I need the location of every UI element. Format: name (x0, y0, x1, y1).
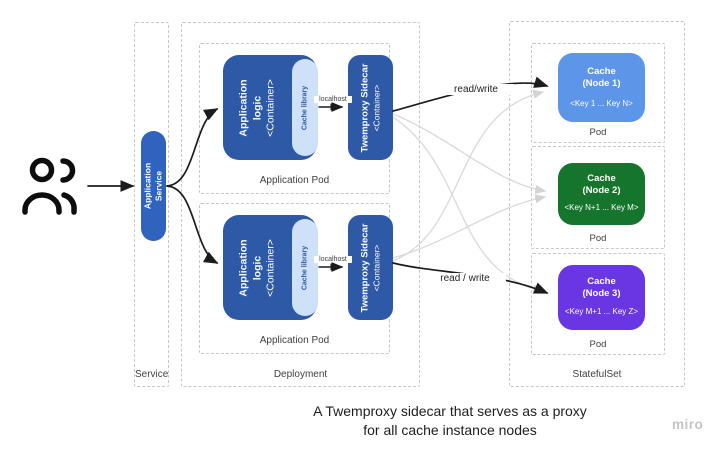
twemproxy-sidecar-1-label: Twemproxy Sidecar <Container> (358, 62, 382, 153)
cache-node-3-title: Cache (587, 276, 616, 287)
application-service-pill[interactable]: Application Service (141, 131, 166, 241)
cache-library-pill-1[interactable]: Cache library (292, 59, 318, 156)
cache-node-3[interactable]: Cache (Node 3) <Key M+1 ... Key Z> (558, 265, 645, 330)
application-logic-1-label: Application logic <Container> (237, 78, 277, 137)
twemproxy-sidecar-2[interactable]: Twemproxy Sidecar <Container> (348, 215, 393, 320)
cache-node-2-title: Cache (587, 173, 616, 184)
diagram-caption: A Twemproxy sidecar that serves as a pro… (313, 403, 587, 438)
twemproxy-sidecar-2-label: Twemproxy Sidecar <Container> (358, 222, 382, 313)
service-group-label: Service (135, 369, 169, 380)
deployment-label: Deployment (273, 369, 328, 380)
cache-node-1-subtitle: (Node 1) (582, 77, 621, 89)
users-icon (22, 157, 77, 215)
cache-node-2[interactable]: Cache (Node 2) <Key N+1 ... Key M> (558, 163, 645, 225)
application-service-label: Application Service (142, 162, 164, 210)
cache-library-pill-2[interactable]: Cache library (292, 219, 318, 316)
cache-node-1-title: Cache (587, 66, 616, 77)
cache-node-1[interactable]: Cache (Node 1) <Key 1 ... Key N> (558, 53, 645, 122)
localhost-label-2: localhost (314, 256, 352, 263)
cache-node-3-keys: <Key M+1 ... Key Z> (564, 306, 639, 316)
cache-library-1-label: Cache library (301, 85, 309, 130)
application-logic-2-label: Application logic <Container> (237, 238, 277, 297)
cache-pod-1-label: Pod (589, 127, 607, 138)
cache-pod-3-label: Pod (589, 339, 607, 350)
cache-node-2-subtitle: (Node 2) (582, 184, 621, 196)
cache-pod-3-box[interactable]: Pod (531, 253, 665, 355)
cache-node-3-subtitle: (Node 3) (582, 287, 621, 299)
statefulset-label: StatefulSet (572, 369, 622, 380)
read-write-label-bottom: read / write (424, 273, 506, 284)
application-pod-2-label: Application Pod (259, 335, 330, 346)
cache-node-2-keys: <Key N+1 ... Key M> (564, 202, 639, 212)
cache-node-1-keys: <Key 1 ... Key N> (570, 98, 633, 108)
application-pod-1-label: Application Pod (259, 175, 330, 186)
cache-library-2-label: Cache library (301, 245, 309, 290)
twemproxy-sidecar-1[interactable]: Twemproxy Sidecar <Container> (348, 55, 393, 160)
miro-watermark: miro (672, 417, 704, 432)
localhost-label-1: localhost (314, 96, 352, 103)
read-write-label-top: read/write (438, 84, 514, 95)
application-logic-1[interactable]: Application logic <Container> Cache libr… (223, 55, 318, 160)
cache-pod-2-label: Pod (589, 233, 607, 244)
application-logic-2[interactable]: Application logic <Container> Cache libr… (223, 215, 318, 320)
